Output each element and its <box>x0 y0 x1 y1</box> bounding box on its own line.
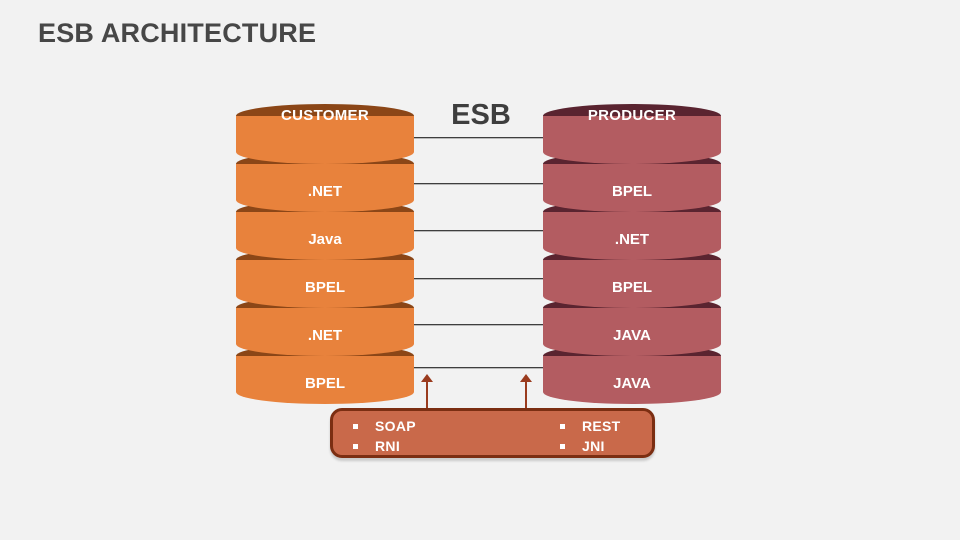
cylinder-body <box>543 164 721 212</box>
producer-layer-label: JAVA <box>613 375 651 392</box>
up-arrow <box>420 374 434 408</box>
list-item: SOAP <box>353 416 416 436</box>
connector-line <box>414 137 543 138</box>
connector-line <box>414 367 543 368</box>
customer-stack: CUSTOMER .NET Java BPEL .NET BPEL <box>236 104 414 416</box>
producer-header-label: PRODUCER <box>587 107 677 124</box>
arrowhead-icon <box>421 374 433 382</box>
cylinder-body <box>236 308 414 356</box>
arrow-shaft <box>426 381 428 408</box>
protocol-item-label: RNI <box>375 438 401 454</box>
producer-header-disk: PRODUCER <box>543 104 721 164</box>
cylinder-body <box>236 116 414 164</box>
bullet-square-icon <box>560 423 565 429</box>
connector-line <box>414 230 543 231</box>
customer-layer-label: .NET <box>307 183 343 200</box>
customer-layer-disk: BPEL <box>236 248 414 308</box>
producer-layer-label: BPEL <box>611 183 652 200</box>
arrow-shaft <box>525 381 527 408</box>
connector-line <box>414 278 543 279</box>
producer-layer-disk: BPEL <box>543 248 721 308</box>
protocol-list-left: SOAP RNI <box>353 416 416 456</box>
cylinder-body <box>543 260 721 308</box>
cylinder-body <box>543 116 721 164</box>
cylinder-body <box>236 212 414 260</box>
customer-layer-label: .NET <box>307 327 343 344</box>
cylinder-body <box>543 356 721 404</box>
protocol-box: SOAP RNI REST JNI <box>330 408 655 458</box>
customer-layer-label: Java <box>308 231 342 248</box>
list-item: REST <box>560 416 621 436</box>
esb-label: ESB <box>451 99 511 131</box>
protocol-item-label: SOAP <box>375 418 416 434</box>
producer-stack: PRODUCER BPEL .NET BPEL JAVA JAVA <box>543 104 721 416</box>
protocol-item-label: REST <box>582 418 621 434</box>
customer-layer-label: BPEL <box>304 279 345 296</box>
bullet-square-icon <box>560 443 565 449</box>
cylinder-body <box>543 308 721 356</box>
customer-header-disk: CUSTOMER <box>236 104 414 164</box>
bullet-square-icon <box>353 423 358 429</box>
cylinder-body <box>236 260 414 308</box>
page-title: ESB ARCHITECTURE <box>38 18 317 48</box>
bullet-square-icon <box>353 443 358 449</box>
list-item: JNI <box>560 436 621 456</box>
connector-line <box>414 183 543 184</box>
protocol-list-right: REST JNI <box>560 416 621 456</box>
customer-header-label: CUSTOMER <box>281 107 369 124</box>
cylinder-body <box>543 212 721 260</box>
connector-line <box>414 324 543 325</box>
arrowhead-icon <box>520 374 532 382</box>
cylinder-body <box>236 164 414 212</box>
customer-layer-label: BPEL <box>304 375 345 392</box>
producer-layer-label: BPEL <box>611 279 652 296</box>
cylinder-body <box>236 356 414 404</box>
up-arrow <box>519 374 533 408</box>
protocol-item-label: JNI <box>582 438 605 454</box>
producer-layer-label: .NET <box>614 231 650 248</box>
list-item: RNI <box>353 436 416 456</box>
producer-layer-label: JAVA <box>613 327 651 344</box>
